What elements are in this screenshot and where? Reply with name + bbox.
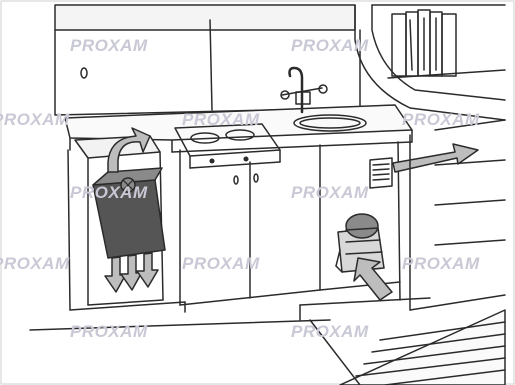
heater-icon xyxy=(93,168,165,258)
vent-grille-icon xyxy=(370,158,392,188)
books xyxy=(392,10,456,76)
floor-grating xyxy=(340,310,505,385)
airflow-arrow-icon xyxy=(393,144,478,172)
outflow-arrows-icon xyxy=(105,253,158,292)
upper-wall-cabinet xyxy=(55,5,360,115)
bookshelf xyxy=(355,5,505,120)
intake-arrow-fan-icon xyxy=(354,258,392,300)
tap-icon xyxy=(290,68,303,112)
